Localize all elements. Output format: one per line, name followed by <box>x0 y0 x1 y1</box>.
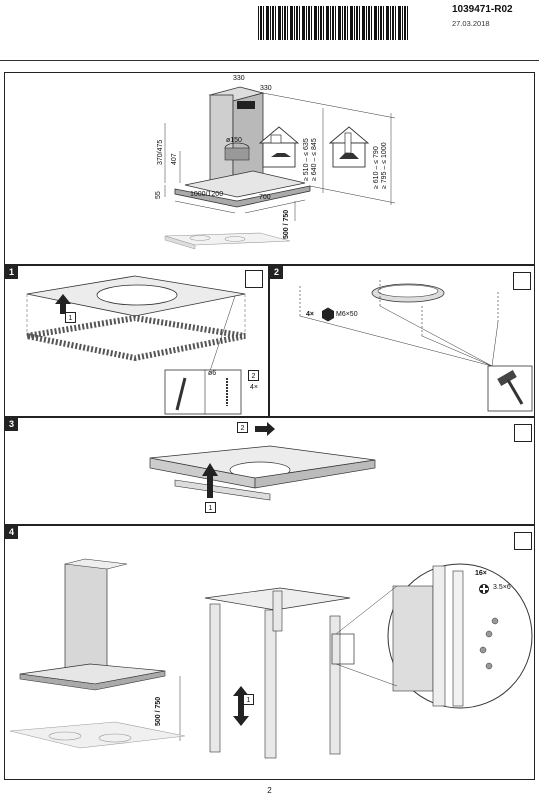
recirculation-house-icon <box>258 126 300 168</box>
dim-depth-top: 330 <box>260 85 272 92</box>
step-4-min-distance: 500 / 750 <box>155 696 162 726</box>
document-date: 27.03.2018 <box>452 19 490 28</box>
range-exhaust-2: ≥ 795 – ≤ 1000 <box>381 142 388 189</box>
step-3-checkbox[interactable] <box>514 424 532 442</box>
range-recirc-1: ≥ 510 – ≤ 635 <box>303 138 310 181</box>
dim-depth-bottom: 700 <box>259 194 271 201</box>
dim-heights-left: 370/475 <box>157 139 164 165</box>
page-number: 2 <box>267 786 272 795</box>
cooktop-drawing <box>164 232 291 250</box>
step-4-label-1: 1 <box>243 694 254 705</box>
step-1-label-2: 2 <box>248 370 259 381</box>
step-3-number: 3 <box>5 418 18 431</box>
barcode <box>258 6 408 40</box>
phillips-screwdriver-icon <box>479 584 489 594</box>
step-4-panel: 4 <box>4 525 535 780</box>
dim-width-bottom: 1000/1200 <box>190 191 224 198</box>
hood-dimension-drawing <box>164 86 396 250</box>
hammer-icon <box>497 370 524 405</box>
screw-icons <box>479 617 499 670</box>
step-2-count: 4× <box>306 311 314 318</box>
step-1-count: 4× <box>250 384 258 391</box>
step-4-checkbox[interactable] <box>514 532 532 550</box>
step-2-panel: 2 4× M6×50 <box>269 265 535 417</box>
step-1-number: 1 <box>5 266 18 279</box>
screw-count: 16× <box>475 570 487 577</box>
exhaust-house-icon <box>328 126 370 168</box>
step-1-panel: 1 1 ø6 2 4× <box>4 265 269 417</box>
step-3-label-2: 2 <box>237 422 248 433</box>
frame-legs-drawing <box>9 558 533 759</box>
step-2-checkbox[interactable] <box>513 272 531 290</box>
ceiling-template-drawing <box>26 275 246 415</box>
dim-diameter: ø150 <box>226 137 242 144</box>
drill-diameter: ø6 <box>208 370 217 377</box>
step-3-label-1: 1 <box>205 502 216 513</box>
frame-attachment-drawing <box>149 422 376 501</box>
step-1-checkbox[interactable] <box>245 270 263 288</box>
screw-size: 3.5×6 <box>493 584 511 591</box>
step-2-number: 2 <box>270 266 283 279</box>
min-distance: 500 / 750 <box>283 209 290 239</box>
step-4-number: 4 <box>5 526 18 539</box>
document-id: 1039471-R02 <box>452 4 513 15</box>
step-1-label-1: 1 <box>65 312 76 323</box>
header-divider <box>0 60 539 61</box>
range-exhaust-1: ≥ 610 – ≤ 790 <box>373 146 380 189</box>
step-3-panel: 3 2 1 <box>4 417 535 525</box>
hex-nut-icon <box>322 307 334 322</box>
range-recirc-2: ≥ 640 – ≤ 845 <box>311 138 318 181</box>
dim-width-top: 330 <box>233 75 245 82</box>
dim-407: 407 <box>171 153 178 165</box>
overview-panel: 330 330 370/475 407 ø150 55 1000/1200 70… <box>4 72 535 265</box>
dim-55: 55 <box>155 191 162 199</box>
screw-spec: M6×50 <box>336 311 358 318</box>
screw-mounting-drawing <box>299 280 533 412</box>
